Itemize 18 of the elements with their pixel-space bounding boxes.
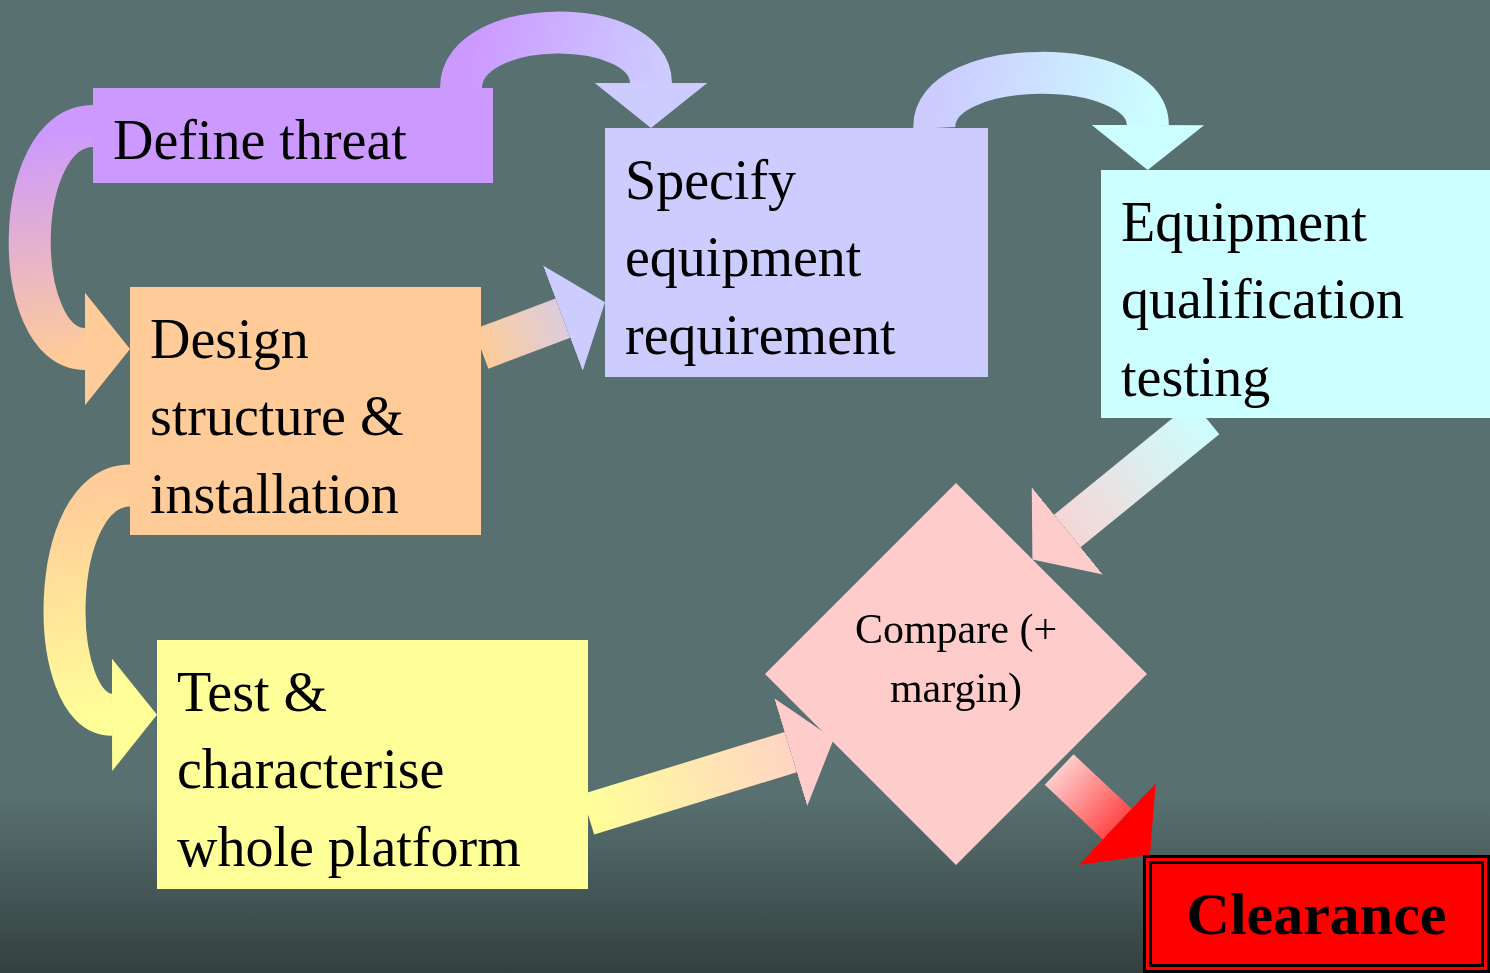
node-label: Test & characterise whole platform — [177, 660, 522, 880]
arrow — [913, 51, 1203, 169]
arrow — [43, 464, 156, 769]
node-label: Define threat — [113, 108, 408, 173]
node-label: Design structure & installation — [150, 307, 405, 527]
process-box — [93, 88, 493, 183]
arrow — [8, 105, 129, 404]
process-box — [157, 640, 588, 889]
arrow — [1044, 754, 1156, 866]
process-box — [1101, 170, 1490, 418]
node-label: Clearance — [1186, 879, 1447, 949]
arrow — [440, 11, 706, 127]
node-label: Specify equipment requirement — [625, 148, 897, 368]
process-box — [130, 287, 481, 535]
result-box — [1143, 855, 1490, 973]
node-label: Compare (+ margin) — [853, 605, 1059, 713]
process-box — [605, 128, 988, 377]
node-label: Equipment qualification testing — [1121, 190, 1405, 410]
